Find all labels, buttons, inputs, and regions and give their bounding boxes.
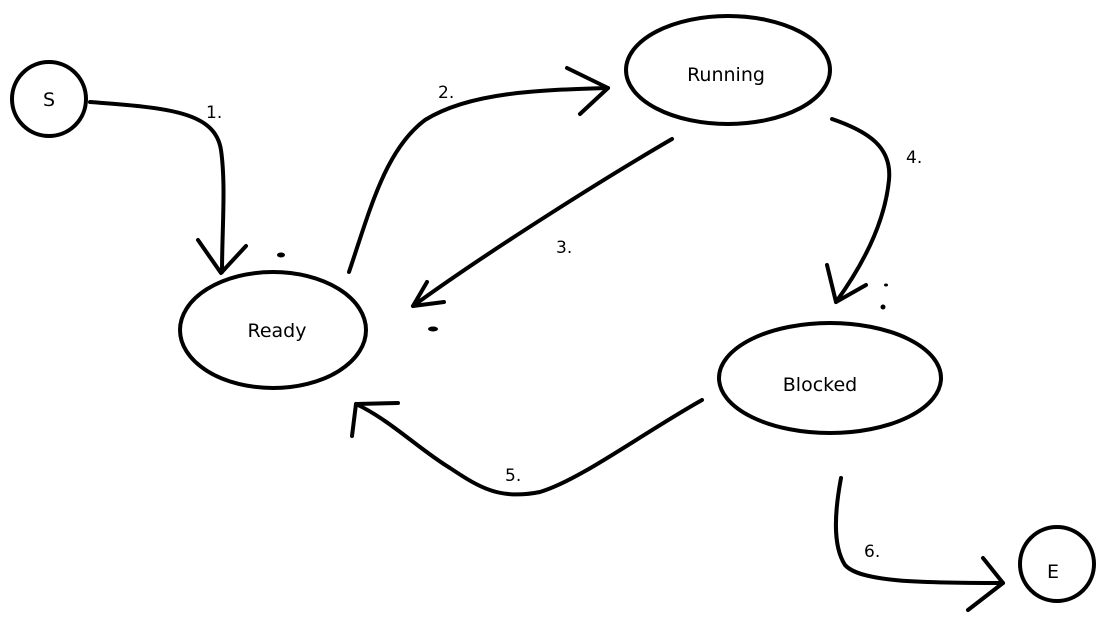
edge-6-line <box>833 476 1005 585</box>
edge-2-label: 2. <box>438 83 454 103</box>
node-blocked: Blocked <box>717 321 943 435</box>
edge-3-label: 3. <box>556 238 572 258</box>
edge-3-line <box>411 137 674 308</box>
node-blocked-ellipse <box>717 321 943 435</box>
node-ready-label: Ready <box>248 320 307 342</box>
node-ready: Ready <box>178 270 368 390</box>
edge-5-line <box>354 398 704 497</box>
node-end-label: E <box>1047 561 1059 583</box>
node-ready-ellipse <box>178 270 368 390</box>
edge-4-label: 4. <box>906 148 922 168</box>
stray-mark <box>277 252 285 258</box>
edge-5-blocked-to-ready: 5. <box>350 398 704 497</box>
edge-1-start-to-ready: 1. <box>88 100 248 275</box>
node-start-label: S <box>43 89 55 111</box>
edge-2-line <box>347 86 610 274</box>
node-end-circle <box>1018 525 1096 603</box>
node-start-circle <box>10 60 88 138</box>
edge-6-label: 6. <box>864 542 880 562</box>
edge-3-arrowhead <box>411 280 446 308</box>
edge-5-label: 5. <box>505 466 521 486</box>
node-running-label: Running <box>687 64 765 86</box>
edge-3-running-to-ready: 3. <box>411 137 674 308</box>
edge-5-arrowhead <box>350 401 400 438</box>
node-running: Running <box>624 14 832 126</box>
edge-6-blocked-to-end: 6. <box>833 476 1005 612</box>
edge-2-arrowhead <box>565 66 610 116</box>
edge-1-label: 1. <box>206 103 222 123</box>
edge-1-line <box>88 100 226 274</box>
stray-mark <box>880 304 886 310</box>
edge-4-running-to-blocked: 4. <box>825 117 922 304</box>
edge-1-arrowhead <box>196 238 248 275</box>
edge-2-ready-to-running: 2. <box>347 66 610 274</box>
edge-4-arrowhead <box>825 263 868 304</box>
node-running-ellipse <box>624 14 832 126</box>
stray-mark <box>428 326 438 332</box>
node-end: E <box>1018 525 1096 603</box>
edge-6-arrowhead <box>966 556 1005 612</box>
stray-mark <box>884 283 888 287</box>
edge-4-line <box>830 117 892 304</box>
node-start: S <box>10 60 88 138</box>
node-blocked-label: Blocked <box>783 374 857 396</box>
